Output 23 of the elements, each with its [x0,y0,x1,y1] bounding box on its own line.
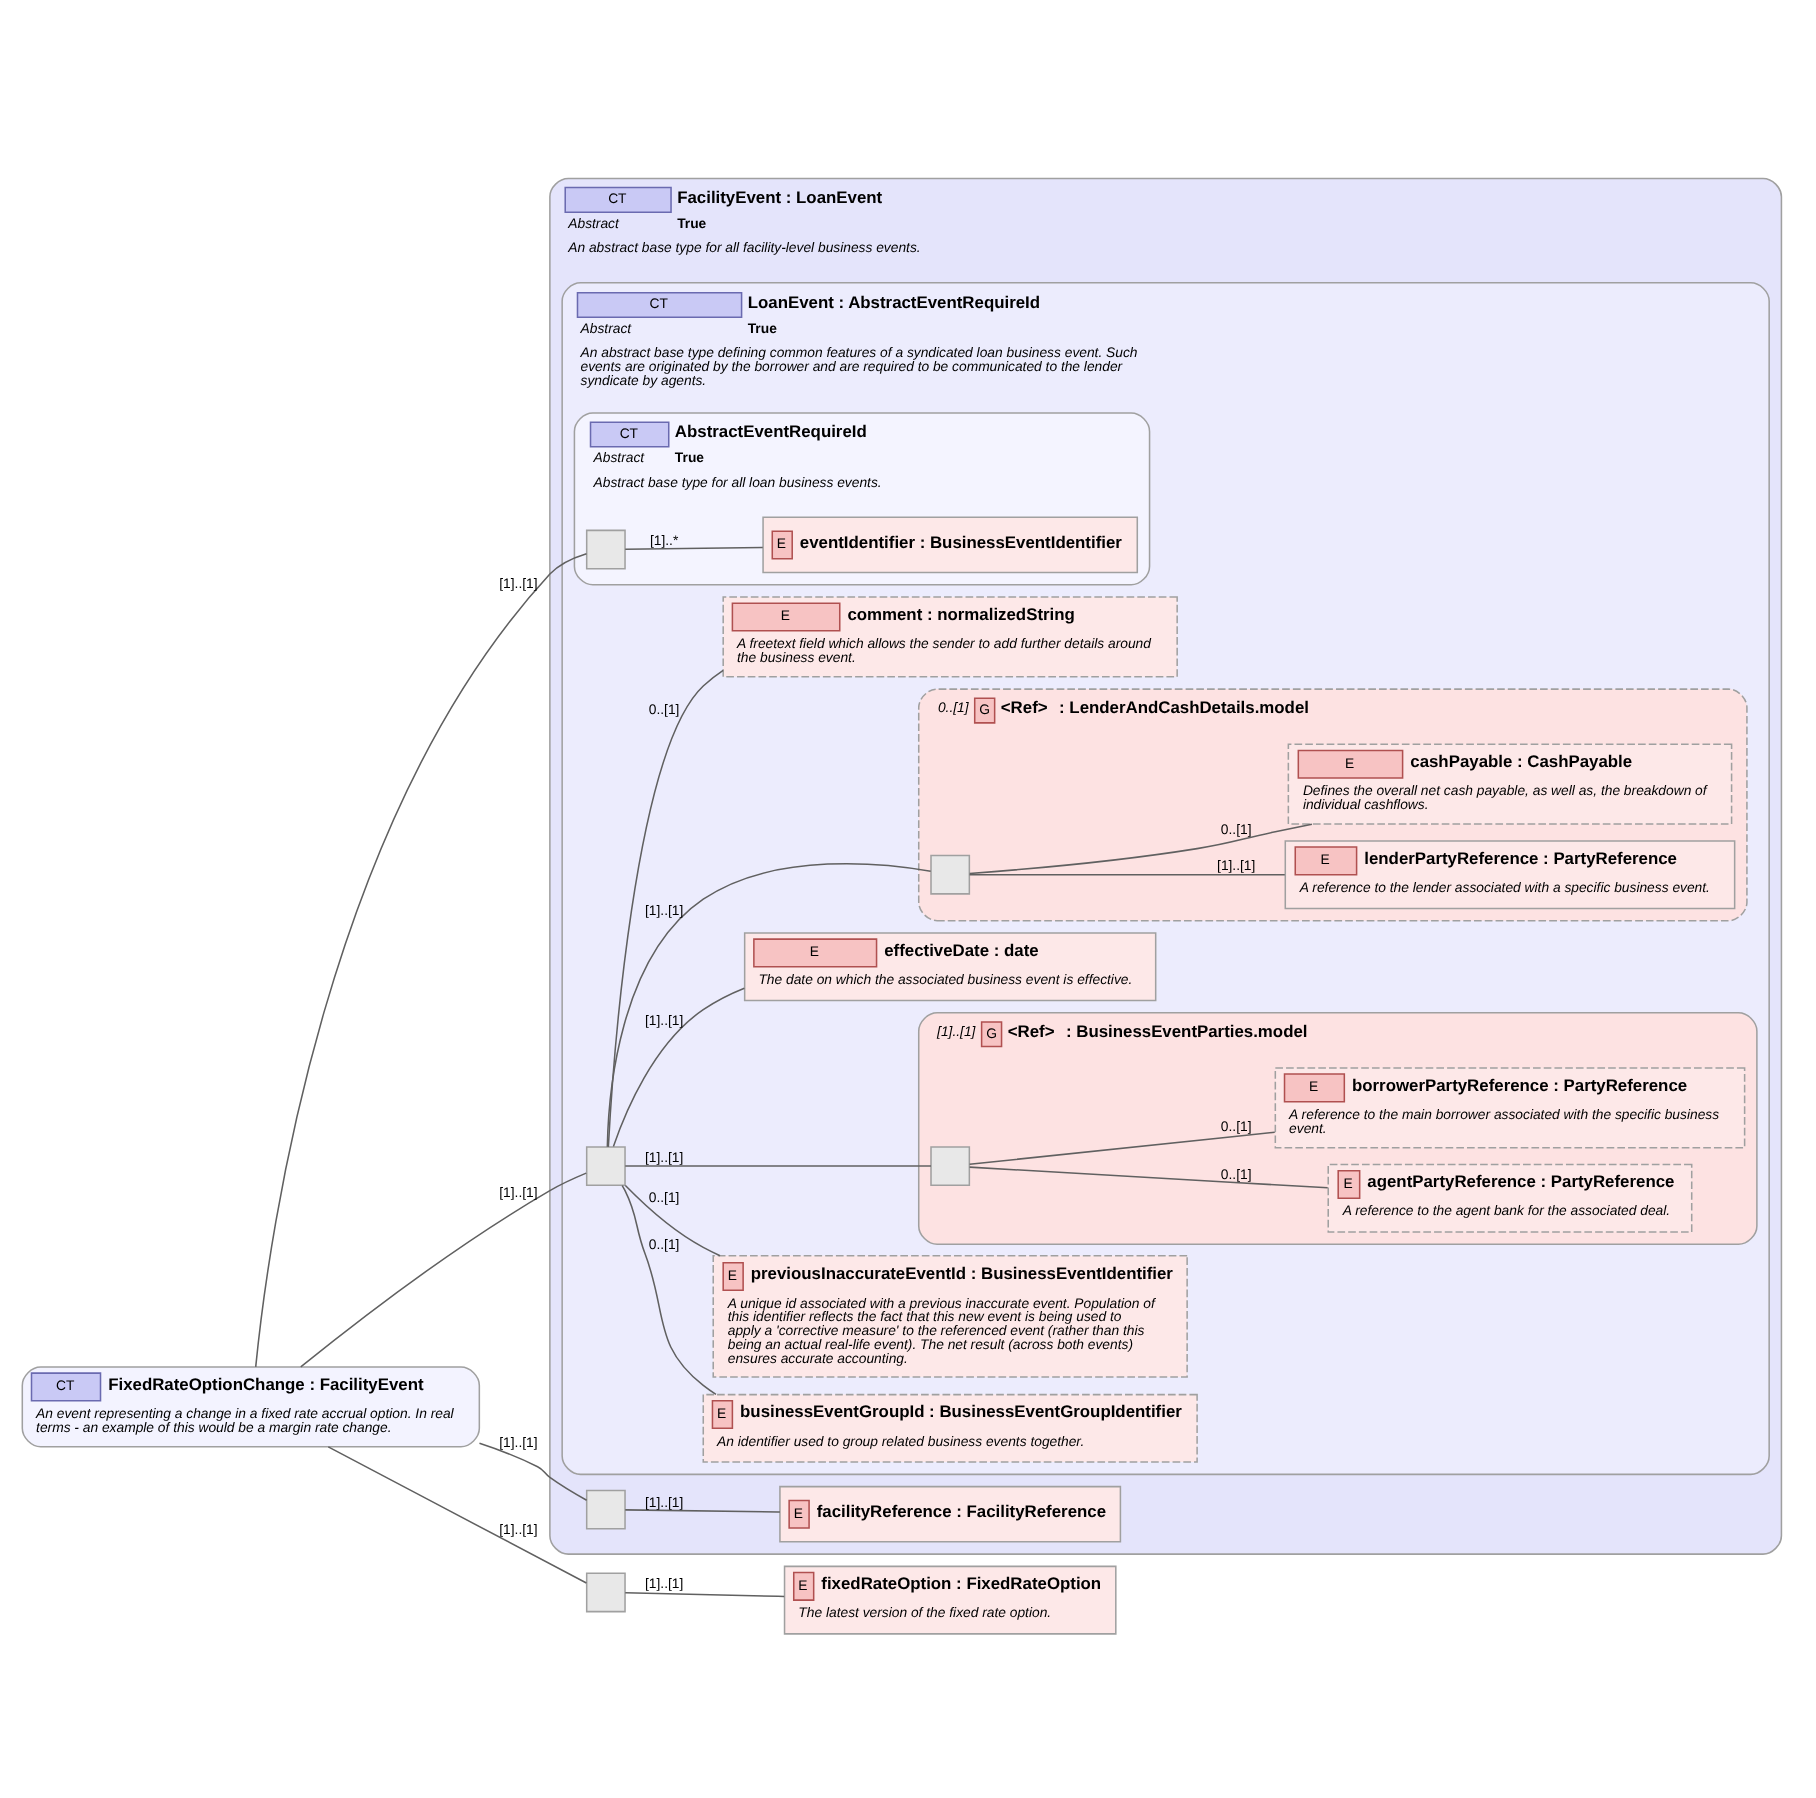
connector [968,822,1313,874]
connector [478,1441,588,1501]
node-box [585,528,626,569]
node-box [585,1571,626,1612]
connector [612,986,746,1147]
node-box [585,1145,626,1186]
node-box [930,853,971,894]
node-box [585,1488,626,1529]
connector [968,872,1286,875]
connector [968,1165,1329,1188]
connector [624,1183,721,1256]
connector [624,1164,932,1166]
connector [624,545,764,550]
connector [300,1171,587,1367]
connector [606,861,932,1147]
connector [254,551,588,1367]
node-box [930,1145,971,1186]
connector [327,1445,588,1583]
connector [624,1508,781,1512]
connector [968,1130,1276,1164]
connector [607,668,724,1147]
connector [621,1183,717,1395]
connector [624,1591,785,1597]
